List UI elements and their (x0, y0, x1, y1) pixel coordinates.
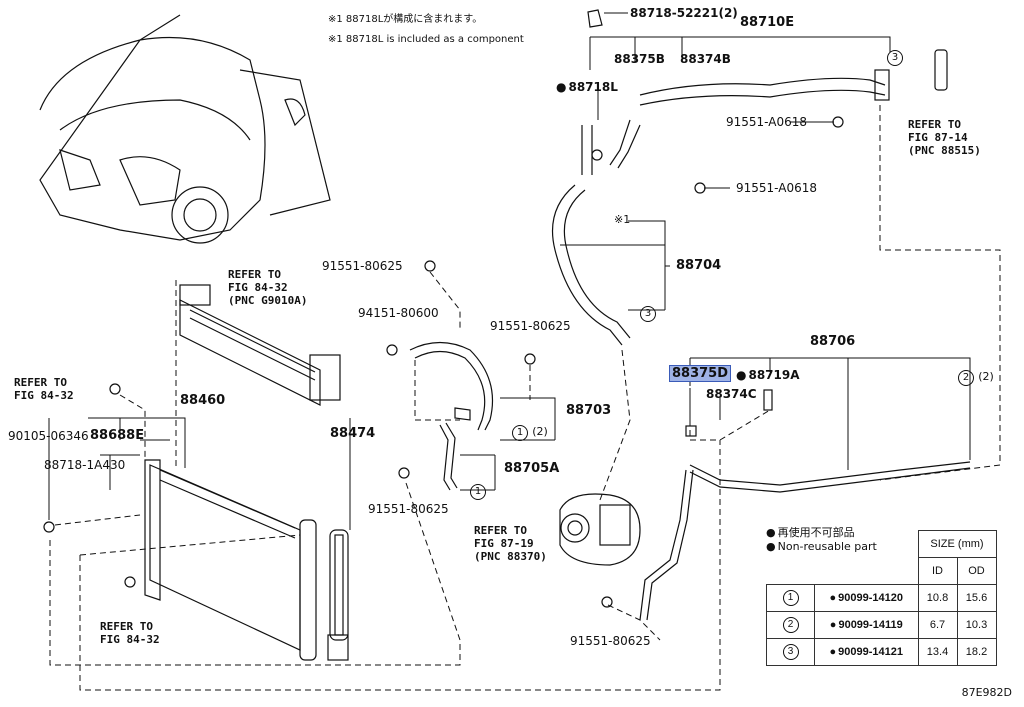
label-91551-80625-bottom[interactable]: 91551-80625 (570, 634, 651, 648)
label-91551-80625-top[interactable]: 91551-80625 (322, 259, 403, 273)
refer-fig-84-32-left[interactable]: REFER TO FIG 84-32 (14, 376, 74, 402)
legend-en: Non-reusable part (766, 540, 877, 554)
label-88718-1A430[interactable]: 88718-1A430 (44, 458, 126, 472)
circle-ref-3-hose: 3 (640, 305, 656, 322)
label-88688E[interactable]: 88688E (90, 428, 145, 443)
label-88375B[interactable]: 88375B (614, 52, 665, 66)
table-row: 2 90099-14119 6.7 10.3 (766, 611, 997, 639)
condenser-drawing (144, 459, 317, 661)
compressor-drawing (559, 493, 641, 566)
highlighted-part-88375D[interactable]: 88375D (668, 365, 732, 382)
label-88718-52221[interactable]: 88718-52221(2) (630, 6, 738, 20)
circle-ref-2: 2 (2) (958, 369, 994, 386)
label-91551-80625-left[interactable]: 91551-80625 (368, 502, 449, 516)
label-88375D[interactable]: 88375D (668, 365, 732, 382)
size-header: SIZE (mm) (917, 530, 997, 558)
pipe-88706-drawing (639, 389, 971, 621)
legend: 再使用不可部品 Non-reusable part (766, 526, 877, 554)
label-91551-80625-mid[interactable]: 91551-80625 (490, 319, 571, 333)
vehicle-illustration (39, 14, 331, 244)
note-english: ※1 88718L is included as a component (328, 34, 524, 45)
label-90105-06346[interactable]: 90105-06346 (8, 429, 89, 443)
label-88374B[interactable]: 88374B (680, 52, 731, 66)
label-88705A[interactable]: 88705A (504, 461, 560, 476)
hose-88704-drawing (551, 184, 631, 346)
refer-fig-84-32-bottom[interactable]: REFER TO FIG 84-32 (100, 620, 160, 646)
label-91551-A0618-upper[interactable]: 91551-A0618 (726, 115, 807, 129)
legend-jp: 再使用不可部品 (766, 526, 877, 540)
note-japanese: ※1 88718Lが構成に含まれます。 (328, 14, 483, 25)
pipe-88710E-drawing (581, 9, 948, 175)
refer-fig-87-14[interactable]: REFER TO FIG 87-14 (PNC 88515) (908, 118, 981, 157)
bolt-icons (43, 116, 844, 608)
label-88460[interactable]: 88460 (180, 393, 226, 408)
circle-ref-1-pipe: 1 (470, 483, 486, 500)
label-94151-80600[interactable]: 94151-80600 (358, 306, 439, 320)
hose-88705A-drawing (439, 422, 458, 491)
label-note-mark: ※1 (614, 213, 631, 226)
table-row: 1 90099-14120 10.8 15.6 (766, 584, 997, 612)
refer-fig-87-19[interactable]: REFER TO FIG 87-19 (PNC 88370) (474, 524, 547, 563)
drawing-code: 87E982D (961, 686, 1012, 699)
label-88474[interactable]: 88474 (330, 426, 376, 441)
label-88706[interactable]: 88706 (810, 334, 856, 349)
label-88719A[interactable]: 88719A (736, 368, 799, 382)
col-od: OD (956, 557, 997, 585)
circle-ref-3-top: 3 (887, 49, 903, 66)
receiver-drawing (327, 529, 349, 661)
hose-88703-drawing (409, 341, 494, 431)
label-88704[interactable]: 88704 (676, 258, 722, 273)
label-88703[interactable]: 88703 (566, 403, 612, 418)
table-row: 3 90099-14121 13.4 18.2 (766, 638, 997, 666)
label-88710E[interactable]: 88710E (740, 15, 795, 30)
refer-fig-84-32-top[interactable]: REFER TO FIG 84-32 (PNC G9010A) (228, 268, 308, 307)
cooler-drawing (179, 284, 341, 406)
col-id: ID (917, 557, 958, 585)
label-91551-A0618-lower[interactable]: 91551-A0618 (736, 181, 817, 195)
circle-ref-1-hose: 1 (2) (512, 424, 548, 441)
size-table: SIZE (mm) ID OD 1 90099-14120 10.8 15.6 … (766, 530, 997, 666)
label-88718L[interactable]: 88718L (556, 80, 617, 94)
label-88374C[interactable]: 88374C (706, 387, 757, 401)
